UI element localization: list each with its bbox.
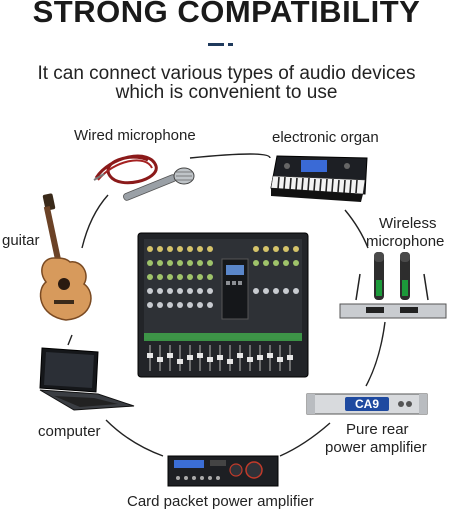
subtitle-line-2: which is convenient to use [115, 82, 338, 103]
subtitle-line-1: It can connect various types of audio de… [37, 63, 416, 84]
title-underline-dot [228, 43, 233, 46]
title-underline [208, 43, 224, 46]
audio-mixer-icon [137, 232, 309, 378]
label-rear-amp-line-1: Pure rear [346, 421, 409, 438]
laptop-icon [39, 347, 135, 411]
label-wireless-microphone: Wireless [379, 216, 437, 232]
amp-brand-text: CA9 [355, 397, 379, 411]
label-computer: computer [38, 423, 101, 440]
karaoke-amplifier-icon [167, 455, 279, 487]
label-guitar: guitar [2, 232, 40, 249]
subtitle: It can connect various types of audio de… [0, 64, 453, 102]
keyboard-icon [270, 155, 368, 202]
guitar-icon [39, 193, 92, 321]
power-amplifier-icon: CA9 [306, 393, 428, 415]
wired-microphone-icon [93, 154, 195, 201]
wireless-microphone-icon [339, 252, 447, 319]
page-title: STRONG COMPATIBILITY [32, 0, 421, 29]
label-wired-microphone: Wired microphone [74, 127, 196, 144]
label-electronic-organ: electronic organ [272, 129, 379, 146]
label-rear-amp-line-2: power amplifier [325, 439, 427, 456]
label-card-packet-amplifier: Card packet power amplifier [127, 493, 314, 510]
label-wireless-line-2: microphone [366, 233, 445, 250]
label-wireless-line-1: Wireless [379, 215, 437, 232]
